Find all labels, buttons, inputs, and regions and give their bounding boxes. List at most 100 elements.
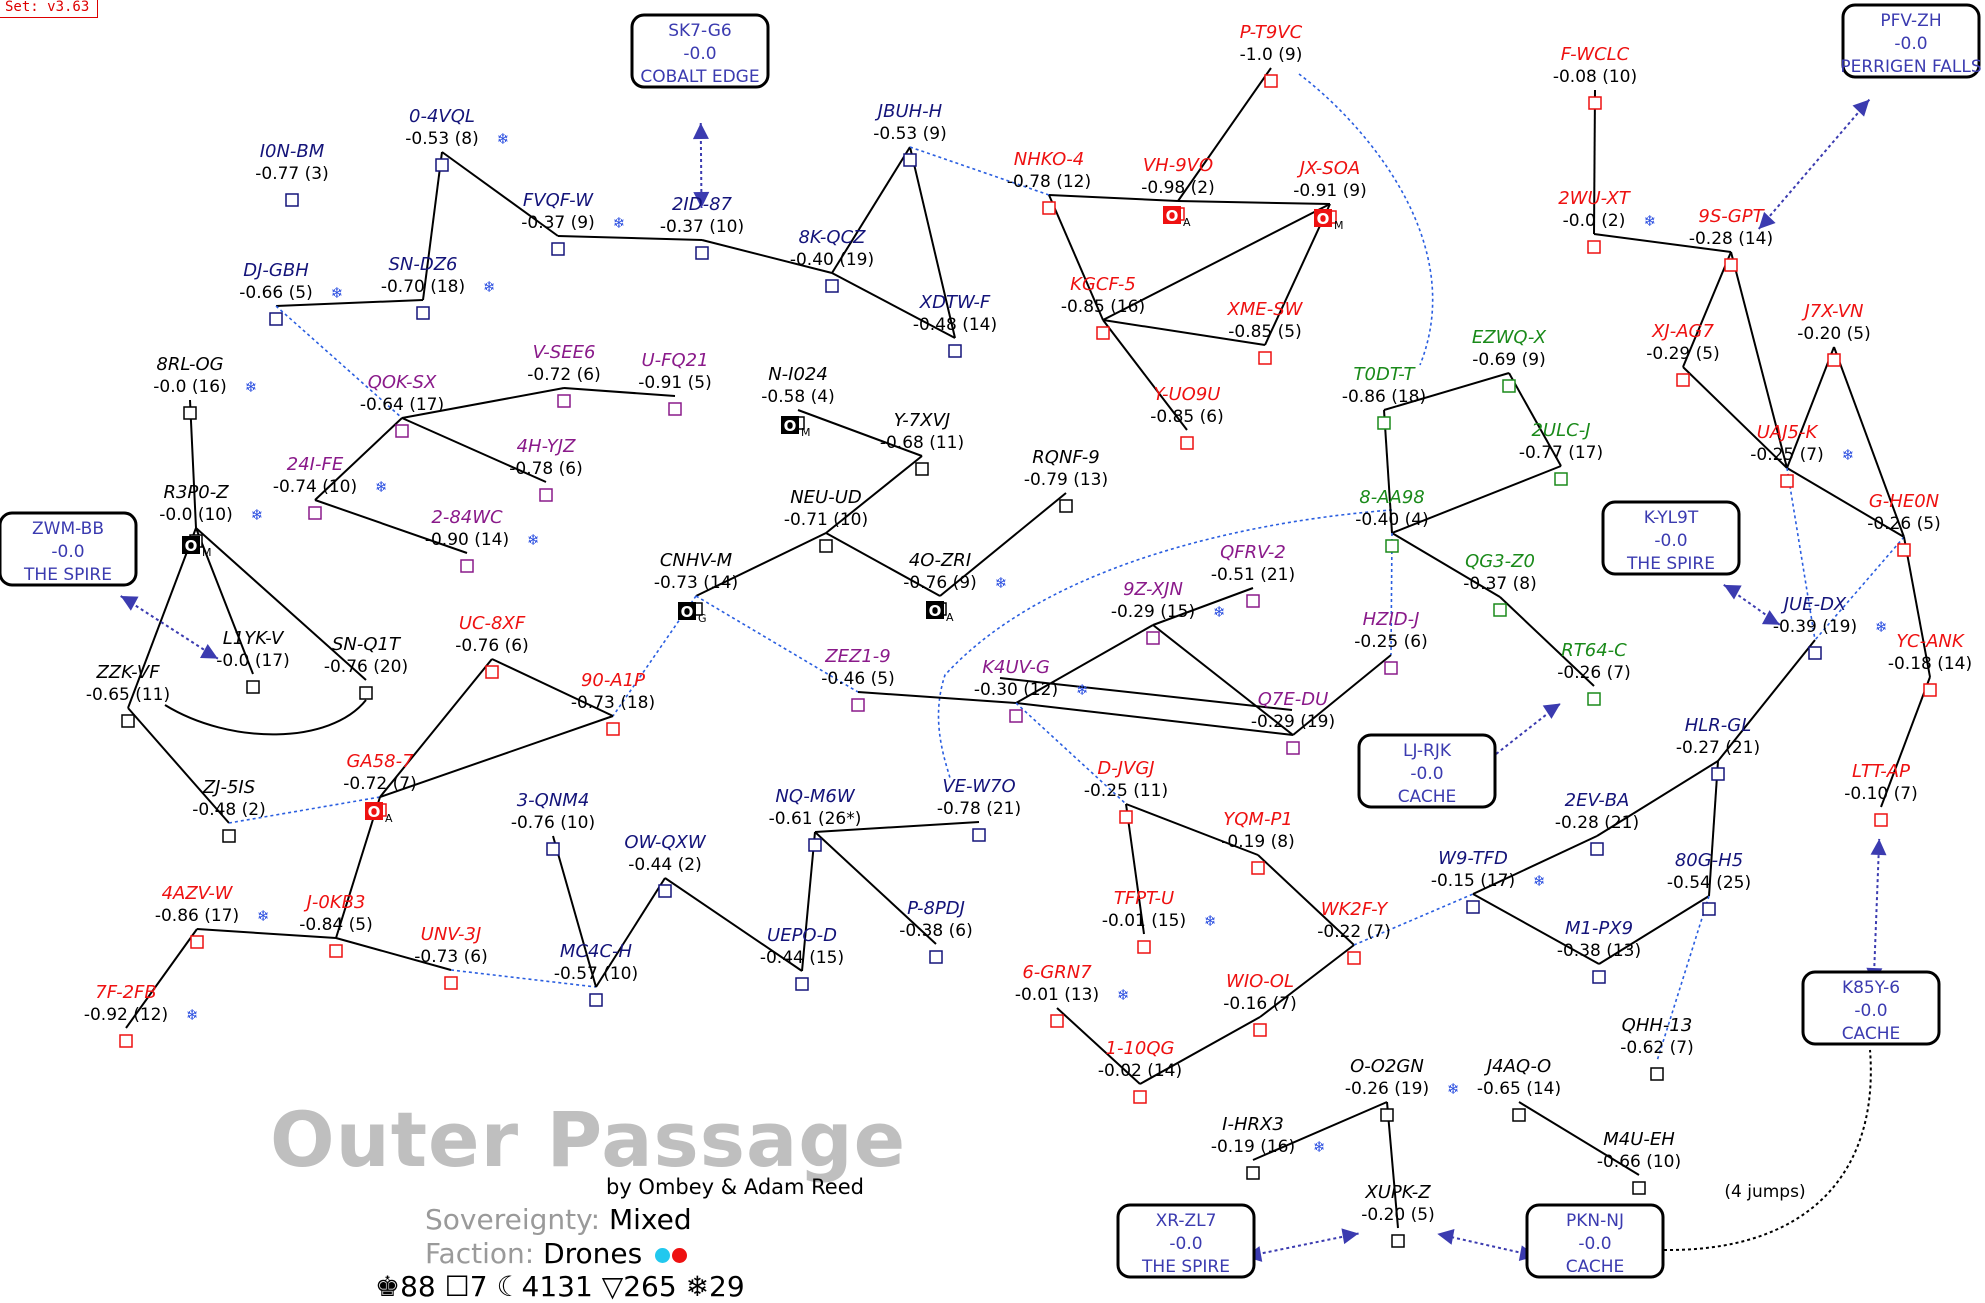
system-yqm-p1[interactable]: YQM-P1-0.19 (8) xyxy=(1221,809,1295,875)
system-neu-ud[interactable]: NEU-UD-0.71 (10) xyxy=(784,487,868,553)
system-l1yk-v[interactable]: L1YK-V-0.0 (17) xyxy=(216,628,290,694)
system-qok-sx[interactable]: QOK-SX-0.64 (17) xyxy=(360,372,444,438)
system-xj-ag7[interactable]: XJ-AG7-0.29 (5) xyxy=(1646,321,1720,387)
system-jue-dx[interactable]: JUE-DX-0.39 (19)❄ xyxy=(1773,594,1888,660)
system-zzk-vf[interactable]: ZZK-VF-0.65 (11) xyxy=(86,662,170,728)
system-nq-m6w[interactable]: NQ-M6W-0.61 (26*) xyxy=(769,786,862,852)
system-mc4c-h[interactable]: MC4C-H-0.57 (10) xyxy=(554,941,638,1007)
system-6-grn7[interactable]: 6-GRN7-0.01 (13)❄ xyxy=(1015,962,1130,1028)
system-2-84wc[interactable]: 2-84WC-0.90 (14)❄ xyxy=(425,507,540,573)
system-4h-yjz[interactable]: 4H-YJZ-0.78 (6) xyxy=(509,436,583,502)
system-8k-qcz[interactable]: 8K-QCZ-0.40 (19) xyxy=(790,227,874,293)
system-qfrv-2[interactable]: QFRV-2-0.51 (21) xyxy=(1211,542,1295,608)
system-0-4vql[interactable]: 0-4VQL-0.53 (8)❄ xyxy=(405,106,509,172)
system-g-he0n[interactable]: G-HE0N-0.26 (5) xyxy=(1867,491,1941,557)
system-name: 4AZV-W xyxy=(162,883,234,904)
system-u-fq21[interactable]: U-FQ21-0.91 (5) xyxy=(638,350,712,416)
system-7f-2fb[interactable]: 7F-2FB-0.92 (12)❄ xyxy=(84,982,199,1048)
system-ezwq-x[interactable]: EZWQ-X-0.69 (9) xyxy=(1472,327,1547,393)
system-j-0kb3[interactable]: J-0KB3-0.84 (5) xyxy=(299,892,373,958)
system-k4uv-g[interactable]: K4UV-G-0.30 (12)❄ xyxy=(974,657,1089,723)
system-xme-sw[interactable]: XME-SW-0.85 (5) xyxy=(1227,299,1304,365)
system-uc-8xf[interactable]: UC-8XF-0.76 (6) xyxy=(455,613,529,679)
system-p-8pdj[interactable]: P-8PDJ-0.38 (6) xyxy=(899,898,973,964)
system-9z-xjn[interactable]: 9Z-XJN-0.29 (15)❄ xyxy=(1111,579,1226,645)
system-wk2f-y[interactable]: WK2F-Y-0.22 (7) xyxy=(1317,899,1391,965)
system-ion-bm[interactable]: I0N-BM-0.77 (3) xyxy=(255,141,329,207)
system-sn-dz6[interactable]: SN-DZ6-0.70 (18)❄ xyxy=(381,254,496,320)
system-name: P-8PDJ xyxy=(907,898,965,919)
system-rqnf-9[interactable]: RQNF-9-0.79 (13) xyxy=(1024,447,1108,513)
system-9s-gpt[interactable]: 9S-GPT-0.28 (14) xyxy=(1689,206,1773,272)
system-p-t9vc[interactable]: P-T9VC-1.0 (9) xyxy=(1240,22,1303,88)
system-uaj5-k[interactable]: UAJ5-K-0.25 (7)❄ xyxy=(1750,422,1854,488)
system-dj-gbh[interactable]: DJ-GBH-0.66 (5)❄ xyxy=(239,260,343,326)
system-sn-q1t[interactable]: SN-Q1T-0.76 (20) xyxy=(324,634,408,700)
system-fvqf-w[interactable]: FVQF-W-0.37 (9)❄ xyxy=(521,190,625,256)
outpost-subscript: A xyxy=(946,611,954,624)
system-security: -0.51 (21) xyxy=(1211,565,1295,585)
system-8rl-og[interactable]: 8RL-OG-0.0 (16)❄ xyxy=(153,354,257,420)
system-qhh-13[interactable]: QHH-13-0.62 (7) xyxy=(1620,1015,1694,1081)
system-hzid-j[interactable]: HZID-J-0.25 (6) xyxy=(1354,609,1428,675)
system-nhko-4[interactable]: NHKO-4-0.78 (12) xyxy=(1007,149,1091,215)
system-m1-px9[interactable]: M1-PX9-0.38 (13) xyxy=(1557,918,1641,984)
system-j4aq-o[interactable]: J4AQ-O-0.65 (14) xyxy=(1477,1056,1561,1122)
system-y-uo9u[interactable]: Y-UO9U-0.85 (6) xyxy=(1150,384,1224,450)
system-yc-ank[interactable]: YC-ANK-0.18 (14) xyxy=(1888,631,1972,697)
system-unv-3j[interactable]: UNV-3J-0.73 (6) xyxy=(414,924,488,990)
system-wio-ol[interactable]: WIO-OL-0.16 (7) xyxy=(1223,971,1297,1037)
system-i-hrx3[interactable]: I-HRX3-0.19 (16)❄ xyxy=(1211,1114,1326,1180)
system-square-icon xyxy=(1702,902,1716,916)
system-2id-87[interactable]: 2ID-87-0.37 (10) xyxy=(660,194,744,260)
system-ga58-7[interactable]: GA58-7-0.72 (7) xyxy=(343,751,417,817)
system-ow-qxw[interactable]: OW-QXW-0.44 (2) xyxy=(624,832,707,898)
set-version-label: Set: v3.63 xyxy=(0,0,99,18)
system-4o-zri[interactable]: 4O-ZRI-0.76 (9)❄ xyxy=(903,550,1007,616)
system-ltt-ap[interactable]: LTT-AP-0.10 (7) xyxy=(1844,761,1918,827)
system-zez1-9[interactable]: ZEZ1-9-0.46 (5) xyxy=(821,646,895,712)
system-3-qnm4[interactable]: 3-QNM4-0.76 (10) xyxy=(511,790,595,856)
system-y-7xvj[interactable]: Y-7XVJ-0.68 (11) xyxy=(880,410,964,476)
system-uepo-d[interactable]: UEPO-D-0.44 (15) xyxy=(760,925,844,991)
system-m4u-eh[interactable]: M4U-EH-0.66 (10) xyxy=(1597,1129,1681,1195)
system-xdtw-f[interactable]: XDTW-F-0.48 (14) xyxy=(913,292,997,358)
system-90-a1p[interactable]: 90-A1P-0.73 (18) xyxy=(571,670,655,736)
system-2ev-ba[interactable]: 2EV-BA-0.28 (21) xyxy=(1555,790,1639,856)
system-kgcf-5[interactable]: KGCF-5-0.85 (16) xyxy=(1061,274,1145,340)
system-hlr-gl[interactable]: HLR-GL-0.27 (21) xyxy=(1676,715,1760,781)
system-qg3-z0[interactable]: QG3-Z0-0.37 (8) xyxy=(1463,551,1537,617)
system-tfpt-u[interactable]: TFPT-U-0.01 (15)❄ xyxy=(1102,888,1217,954)
system-80g-h5[interactable]: 80G-H5-0.54 (25) xyxy=(1667,850,1751,916)
system-f-wclc[interactable]: F-WCLC-0.08 (10) xyxy=(1553,44,1637,110)
system-v-see6[interactable]: V-SEE6-0.72 (6) xyxy=(527,342,601,408)
system-jbuh-h[interactable]: JBUH-H-0.53 (9) xyxy=(873,101,947,167)
system-o-o2gn[interactable]: O-O2GN-0.26 (19)❄ xyxy=(1345,1056,1460,1122)
system-8-aa98[interactable]: 8-AA98-0.40 (4) xyxy=(1355,487,1429,553)
system-xupk-z[interactable]: XUPK-Z-0.20 (5) xyxy=(1361,1182,1435,1248)
system-zj-5is[interactable]: ZJ-5IS-0.48 (2) xyxy=(192,777,266,843)
system-24i-fe[interactable]: 24I-FE-0.74 (10)❄ xyxy=(273,454,388,520)
system-1-10qg[interactable]: 1-10QG-0.02 (14) xyxy=(1098,1038,1182,1104)
system-rt64-c[interactable]: RT64-C-0.26 (7) xyxy=(1557,640,1631,706)
system-r3p0-z[interactable]: R3P0-Z-0.0 (10)❄ xyxy=(159,482,263,548)
system-q7e-du[interactable]: Q7E-DU-0.29 (19) xyxy=(1251,689,1335,755)
edge-hlr-gl-80g-h5 xyxy=(1708,760,1719,897)
system-2wu-xt[interactable]: 2WU-XT-0.0 (2)❄ xyxy=(1558,188,1656,254)
system-j7x-vn[interactable]: J7X-VN-0.20 (5) xyxy=(1797,301,1871,367)
system-ve-w7o[interactable]: VE-W7O-0.78 (21) xyxy=(937,776,1021,842)
system-t0dt-t[interactable]: T0DT-T-0.86 (18) xyxy=(1342,364,1426,430)
system-4azv-w[interactable]: 4AZV-W-0.86 (17)❄ xyxy=(155,883,270,949)
system-2ulc-j[interactable]: 2ULC-J-0.77 (17) xyxy=(1519,420,1603,486)
system-cnhv-m[interactable]: CNHV-M-0.73 (14) xyxy=(654,550,738,616)
system-d-jvgj[interactable]: D-JVGJ-0.25 (11) xyxy=(1084,758,1168,824)
system-w9-tfd[interactable]: W9-TFD-0.15 (17)❄ xyxy=(1431,848,1546,914)
